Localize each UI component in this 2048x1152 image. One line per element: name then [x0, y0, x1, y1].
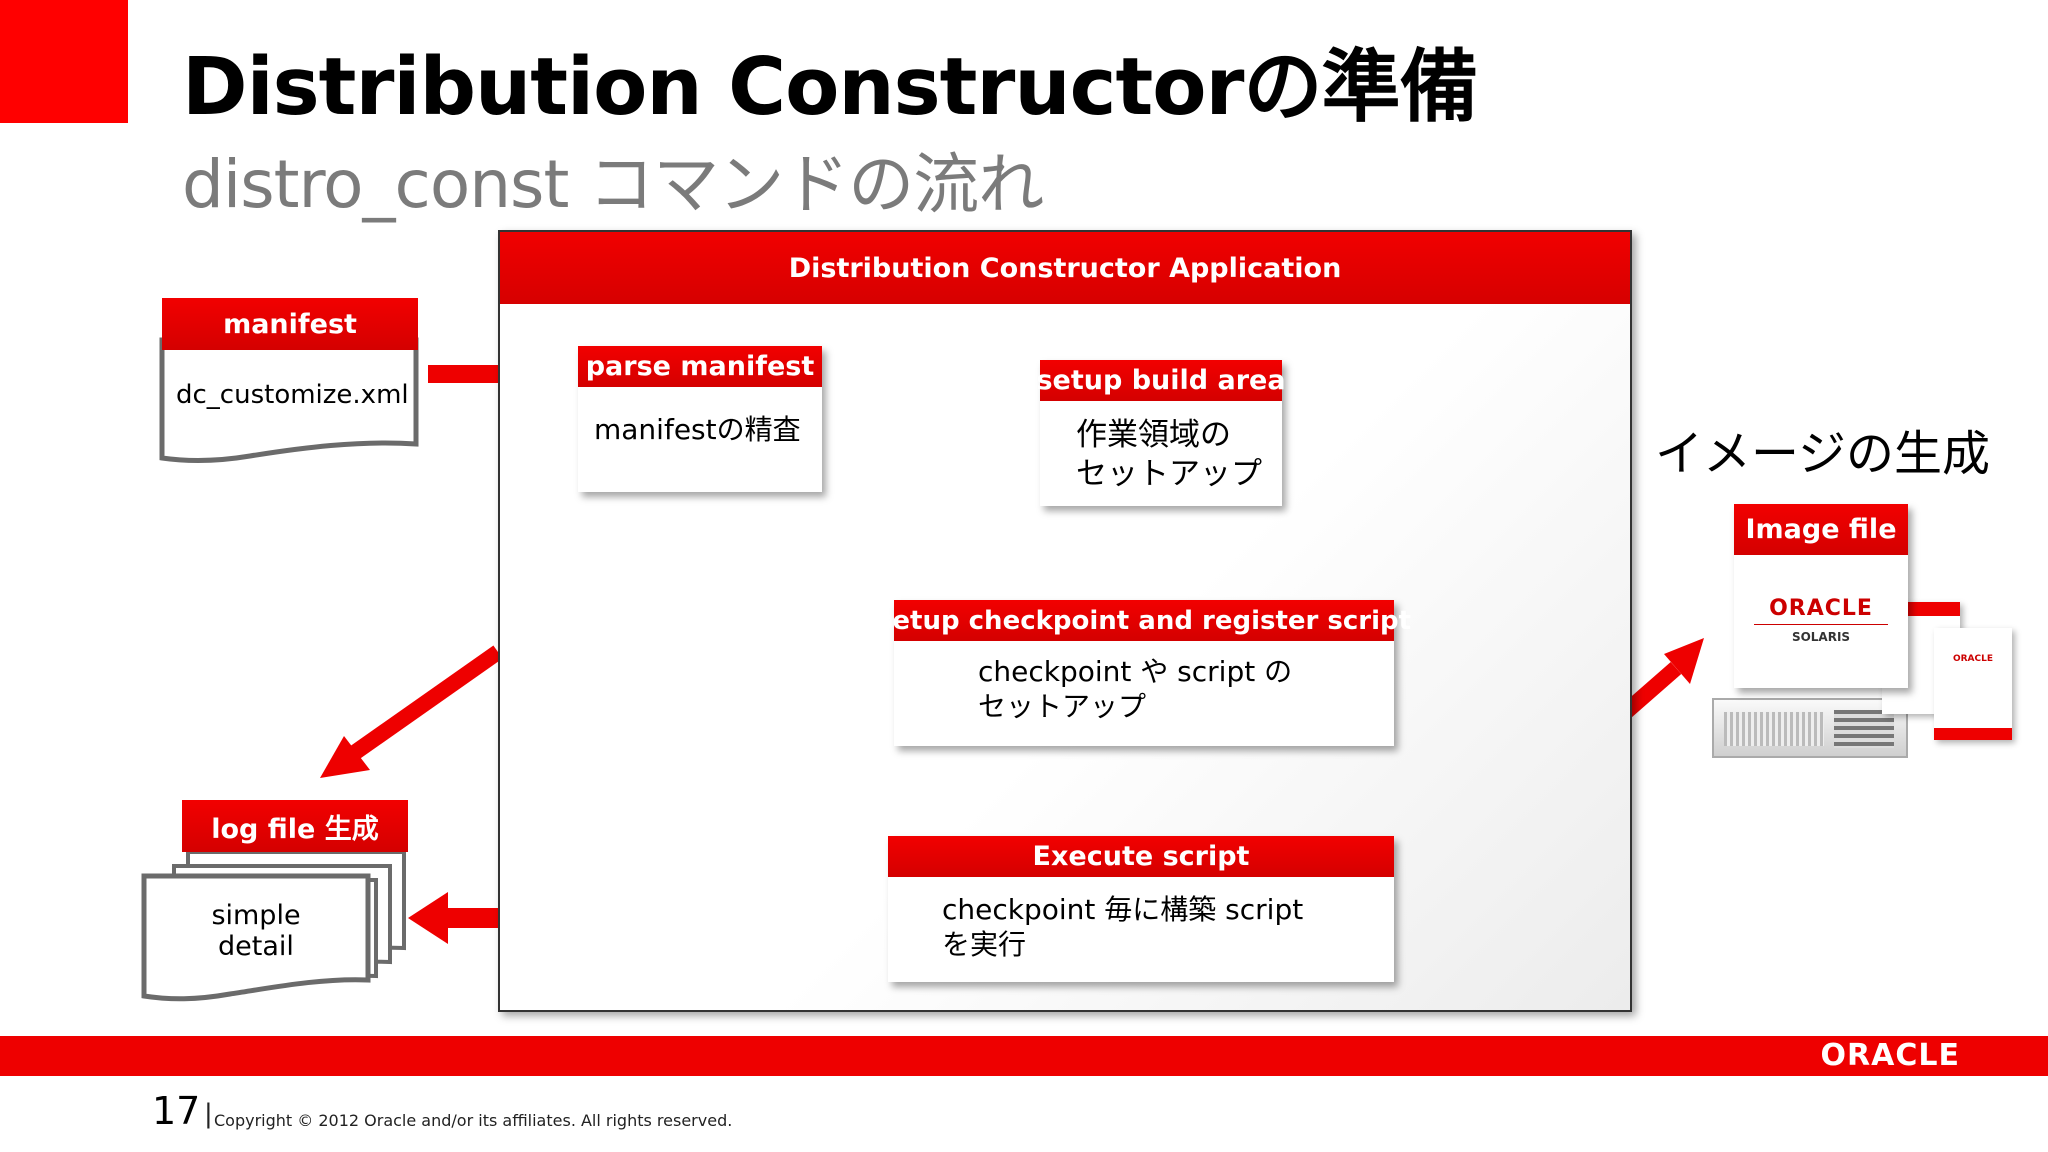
execute-script-line1: checkpoint 毎に構築 script — [942, 893, 1304, 926]
parse-manifest-body: manifestの精査 — [594, 413, 801, 446]
application-header: Distribution Constructor Application — [500, 232, 1630, 304]
setup-build-area-line1: 作業領域の — [1076, 417, 1231, 453]
image-file-card: Image file ORACLE SOLARIS — [1734, 504, 1908, 688]
manifest-header: manifest — [162, 298, 418, 350]
setup-checkpoint-line2: セットアップ — [978, 690, 1147, 723]
log-line-simple: simple — [211, 900, 301, 931]
corner-accent-block — [0, 0, 128, 123]
execute-script-card: Execute script checkpoint 毎に構築 script を実… — [888, 836, 1394, 982]
log-line-detail: detail — [218, 931, 294, 963]
execute-script-header: Execute script — [888, 836, 1394, 880]
parse-manifest-header: parse manifest — [578, 346, 822, 390]
oracle-brand-text: ORACLE — [1769, 596, 1873, 621]
log-file-header: log file 生成 — [182, 800, 408, 852]
setup-build-area-card: setup build area 作業領域の セットアップ — [1036, 360, 1286, 506]
arrow-app-to-log — [320, 645, 503, 778]
setup-checkpoint-header: setup checkpoint and register script — [877, 600, 1411, 644]
execute-script-line2: を実行 — [942, 928, 1027, 961]
copyright-text: Copyright © 2012 Oracle and/or its affil… — [214, 1111, 733, 1130]
slide-subtitle: distro_const コマンドの流れ — [182, 146, 1044, 223]
product-box-small-2: ORACLE — [1934, 628, 2012, 740]
setup-checkpoint-line1: checkpoint や script の — [978, 655, 1293, 688]
product-box-small-brand: ORACLE — [1952, 654, 1994, 664]
footer-bar — [0, 1036, 2048, 1076]
footer-separator: | — [204, 1099, 213, 1129]
slide-title: Distribution Constructorの準備 — [182, 41, 1478, 133]
oracle-logo: ORACLE — [1820, 1038, 1960, 1073]
log-document-stack — [141, 850, 406, 1002]
parse-manifest-card: parse manifest manifestの精査 — [578, 346, 822, 492]
server-hardware-illustration — [1712, 698, 1908, 758]
manifest-filename: dc_customize.xml — [176, 380, 409, 410]
setup-checkpoint-card: setup checkpoint and register script che… — [877, 600, 1411, 746]
image-file-header: Image file — [1734, 504, 1908, 558]
solaris-product-text: SOLARIS — [1791, 630, 1851, 644]
setup-build-area-line2: セットアップ — [1076, 455, 1262, 492]
manifest-document-shape — [159, 337, 419, 463]
image-generation-caption: イメージの生成 — [1655, 426, 1991, 482]
page-number: 17 — [152, 1089, 201, 1133]
setup-build-area-header: setup build area — [1036, 360, 1286, 404]
